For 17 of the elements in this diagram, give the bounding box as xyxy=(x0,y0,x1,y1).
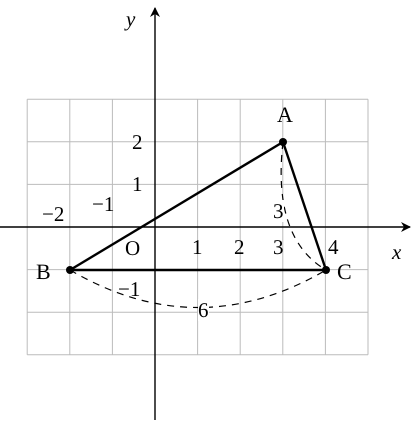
edge-label: 6 xyxy=(198,299,208,321)
edge-label: 3 xyxy=(273,200,284,222)
tick-label: 2 xyxy=(234,236,244,258)
tick-label: 3 xyxy=(273,236,284,258)
tick-label: 1 xyxy=(192,236,202,258)
vertex-label: A xyxy=(277,104,293,126)
tick-label: 2 xyxy=(132,131,142,153)
tick-label: −1 xyxy=(118,278,140,300)
vertex-label: C xyxy=(337,261,352,283)
origin-label: O xyxy=(125,237,140,259)
vertex-label: B xyxy=(36,261,51,283)
tick-label: 1 xyxy=(132,173,142,195)
tick-label: 4 xyxy=(328,236,338,258)
axis-label: x xyxy=(392,241,402,263)
axis-label: y xyxy=(126,8,136,30)
tick-label: −1 xyxy=(92,193,114,215)
tick-label: −2 xyxy=(42,203,64,225)
